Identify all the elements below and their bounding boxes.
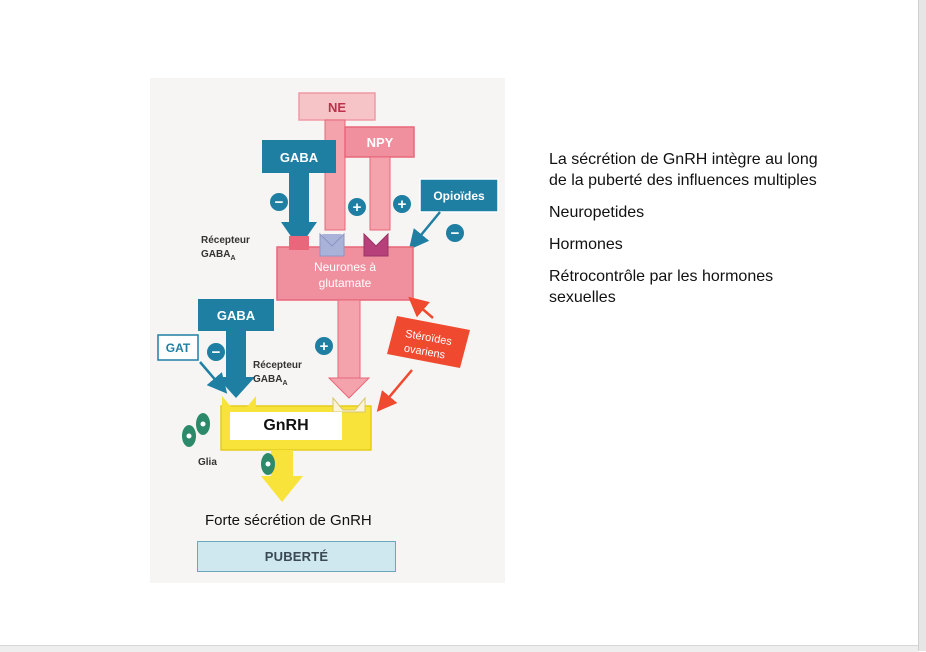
sign-plus-glutamate: +	[315, 337, 333, 355]
neurones-line-2: glutamate	[319, 276, 372, 290]
opioides-label: Opioïdes	[433, 189, 485, 203]
puberte-box: PUBERTÉ	[197, 541, 396, 572]
recepteur-top: Récepteur GABAA	[201, 235, 250, 262]
recepteur-top-line1: Récepteur	[201, 235, 250, 246]
glia-cells: Glia	[182, 413, 275, 475]
gaba-top-pathway: GABA	[262, 140, 336, 248]
sign-minus-gaba-bottom: −	[207, 343, 225, 361]
sign-plus-npy: +	[393, 195, 411, 213]
gaba-top-label: GABA	[280, 150, 319, 165]
gaba-bottom-label: GABA	[217, 308, 256, 323]
steroides-pathway: Stéroïdes ovariens	[376, 296, 470, 412]
svg-text:−: −	[275, 194, 284, 211]
gat-pathway: GAT	[157, 334, 228, 394]
svg-text:+: +	[320, 338, 329, 355]
neurones-line-1: Neurones à	[314, 260, 376, 274]
svg-text:+: +	[353, 199, 362, 216]
side-text-neuropeptides: Neuropetides	[549, 204, 645, 221]
recepteur-bottom: Récepteur GABAA	[253, 360, 302, 387]
svg-text:−: −	[212, 344, 221, 361]
side-text: La sécrétion de GnRH intègre au long de …	[549, 149, 839, 319]
side-text-intro: La sécrétion de GnRH intègre au long de …	[549, 151, 818, 189]
glia-label: Glia	[198, 457, 217, 468]
npy-label: NPY	[367, 135, 394, 150]
glutamate-arrow	[327, 299, 371, 399]
side-text-retrocontrole: Rétrocontrôle par les hormones sexuelles	[549, 268, 774, 306]
svg-text:GABAA: GABAA	[253, 374, 288, 387]
recepteur-bot-line1: Récepteur	[253, 360, 302, 371]
neurones-glutamate: Neurones à glutamate	[276, 232, 414, 301]
side-text-hormones: Hormones	[549, 236, 623, 253]
opioides-pathway: Opioïdes	[408, 178, 499, 250]
recepteur-bot-sub: A	[282, 380, 287, 387]
forte-secretion-label: Forte sécrétion de GnRH	[205, 512, 372, 529]
recepteur-top-line2: GABA	[201, 249, 230, 260]
gat-label: GAT	[166, 341, 191, 355]
sign-plus-ne: +	[348, 198, 366, 216]
window-edge-bottom	[0, 645, 918, 652]
gnrh-label: GnRH	[230, 412, 342, 440]
recepteur-bot-line2: GABA	[253, 374, 282, 385]
recepteur-top-sub: A	[230, 255, 235, 262]
svg-text:+: +	[398, 196, 407, 213]
sign-minus-gaba-top: −	[270, 193, 288, 211]
ne-pathway: NE	[298, 92, 376, 231]
svg-text:GABAA: GABAA	[201, 249, 236, 262]
svg-text:−: −	[451, 225, 460, 242]
ne-label: NE	[328, 100, 346, 115]
window-edge-right	[918, 0, 926, 651]
npy-pathway: NPY	[344, 126, 415, 231]
sign-minus-opioides: −	[446, 224, 464, 242]
